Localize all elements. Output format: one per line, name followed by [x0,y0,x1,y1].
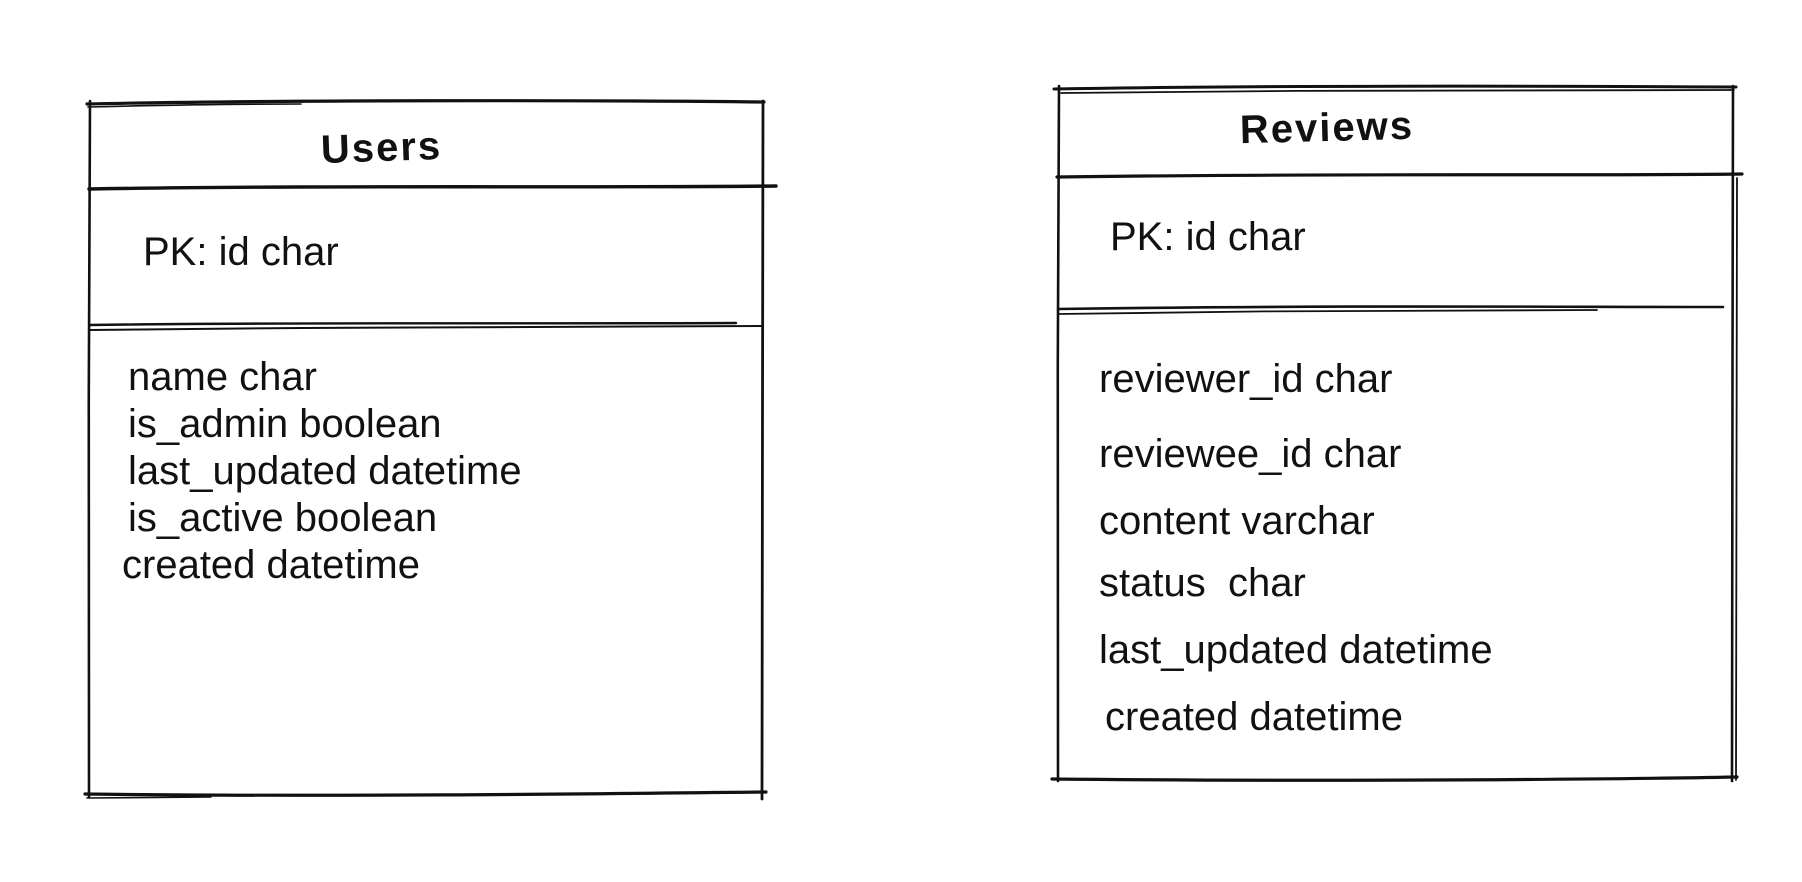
field-row: created datetime [1105,695,1403,739]
field-row: reviewee_id char [1099,432,1402,476]
pk-field: PK: id char [1110,215,1306,259]
users-field-list: name char is_admin boolean last_updated … [122,354,522,589]
field-row: reviewer_id char [1099,357,1393,401]
field-row: is_active boolean [128,496,438,540]
entity-users[interactable]: Users PK: id char name char is_admin boo… [83,99,778,801]
field-row: last_updated datetime [128,449,522,493]
field-row: is_admin boolean [128,402,442,446]
reviews-field-list: reviewer_id char reviewee_id char conten… [1099,346,1493,751]
field-row: last_updated datetime [1099,628,1493,672]
field-row: name char [128,355,317,399]
field-row: created datetime [122,543,420,587]
field-row: status char [1099,561,1306,605]
field-row: content varchar [1099,499,1375,543]
entity-title: Users [320,123,443,173]
entity-reviews[interactable]: Reviews PK: id char reviewer_id char rev… [1050,84,1744,783]
entity-title: Reviews [1239,103,1415,153]
pk-field: PK: id char [143,230,339,274]
